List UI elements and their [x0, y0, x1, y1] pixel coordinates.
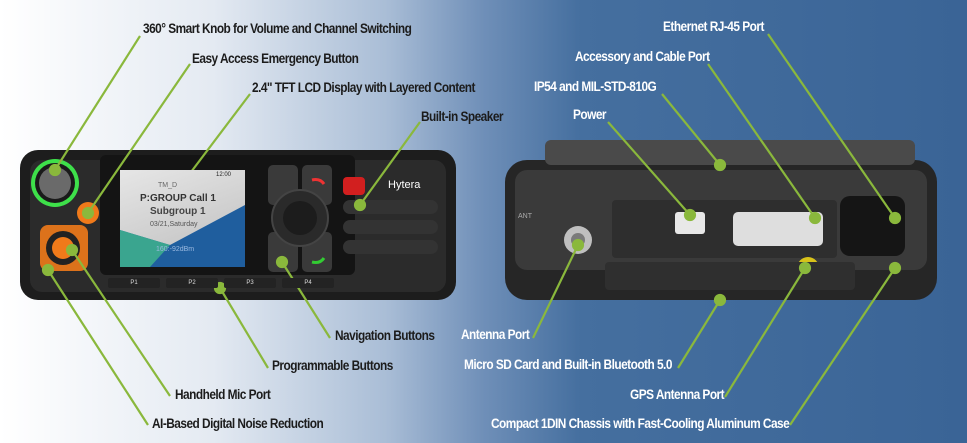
lcd-screen: 12:00 TM_D P:GROUP Call 1 Subgroup 1 03/… [120, 170, 245, 267]
label-speaker: Built-in Speaker [421, 109, 504, 124]
label-mic: Handheld Mic Port [175, 387, 271, 402]
label-lcd: 2.4" TFT LCD Display with Layered Conten… [252, 80, 475, 95]
screen-signal: 160:-92dBm [156, 246, 195, 253]
label-noise: AI-Based Digital Noise Reduction [152, 416, 324, 431]
label-microsd: Micro SD Card and Built-in Bluetooth 5.0 [464, 357, 672, 372]
label-knob: 360° Smart Knob for Volume and Channel S… [143, 21, 412, 36]
brand-logo: Hytera [388, 179, 421, 191]
accessory-port-icon [733, 212, 823, 246]
screen-alias: TM_D [158, 182, 178, 189]
label-gps: GPS Antenna Port [630, 387, 725, 402]
label-power: Power [573, 107, 607, 122]
label-antenna: Antenna Port [461, 327, 530, 342]
screen-subgroup: Subgroup 1 [150, 206, 206, 217]
label-navigation: Navigation Buttons [335, 328, 435, 343]
label-accessory: Accessory and Cable Port [575, 49, 710, 64]
label-programmable: Programmable Buttons [272, 358, 393, 373]
soft-key-p3[interactable]: P3 [224, 278, 276, 288]
ethernet-port-icon [840, 196, 905, 256]
power-button-icon [343, 177, 365, 195]
screen-date: 03/21,Saturday [150, 221, 198, 228]
label-chassis: Compact 1DIN Chassis with Fast-Cooling A… [491, 416, 790, 431]
label-ip54: IP54 and MIL-STD-810G [534, 79, 657, 94]
soft-key-p1[interactable]: P1 [108, 278, 160, 288]
screen-time: 12:00 [215, 172, 231, 178]
leader-lines [41, 33, 902, 426]
soft-key-p2[interactable]: P2 [166, 278, 218, 288]
screen-call: P:GROUP Call 1 [140, 193, 216, 204]
ant-marking: ANT [518, 213, 532, 220]
power-connector-icon [675, 212, 705, 234]
screen-wallpaper [120, 205, 245, 267]
label-ethernet: Ethernet RJ-45 Port [663, 19, 764, 34]
knob-icon [39, 167, 71, 199]
label-emergency: Easy Access Emergency Button [192, 51, 359, 66]
rear-radio [505, 140, 937, 300]
soft-key-p4[interactable]: P4 [282, 278, 334, 288]
